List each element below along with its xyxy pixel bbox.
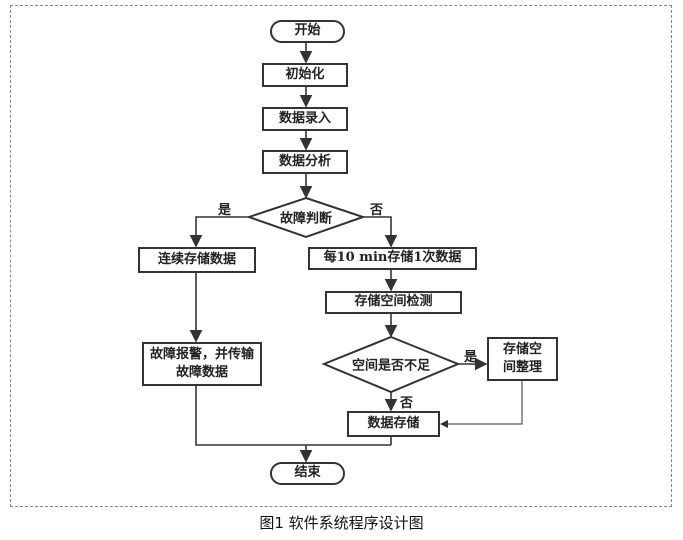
- space-tidy-node: 存储空间整理: [487, 337, 558, 381]
- space-check-diamond: [321, 335, 461, 394]
- space-detect-node: 存储空间检测: [325, 291, 462, 314]
- yes-label: 是: [218, 203, 232, 218]
- figure-frame: [10, 5, 672, 507]
- no-label: 否: [370, 203, 384, 218]
- end-node: 结束: [270, 462, 345, 485]
- store-node: 数据存储: [347, 411, 440, 437]
- fault-check-text: 故障判断: [279, 211, 333, 227]
- input-node: 数据录入: [262, 107, 348, 131]
- yes-label-2: 是: [464, 350, 478, 365]
- start-node: 开始: [270, 20, 345, 43]
- no-label-2: 否: [400, 396, 414, 411]
- init-node: 初始化: [262, 63, 348, 87]
- fault-check-diamond: [245, 196, 367, 239]
- continuous-store-node: 连续存储数据: [138, 247, 256, 273]
- analyze-node: 数据分析: [262, 150, 348, 174]
- space-check-text: 空间是否不足: [351, 358, 431, 374]
- every-10min-node: 每10 min存储1次数据: [308, 247, 477, 270]
- figure-caption: 图1 软件系统程序设计图: [259, 514, 424, 532]
- alarm-node: 故障报警，并传输故障数据: [142, 342, 262, 386]
